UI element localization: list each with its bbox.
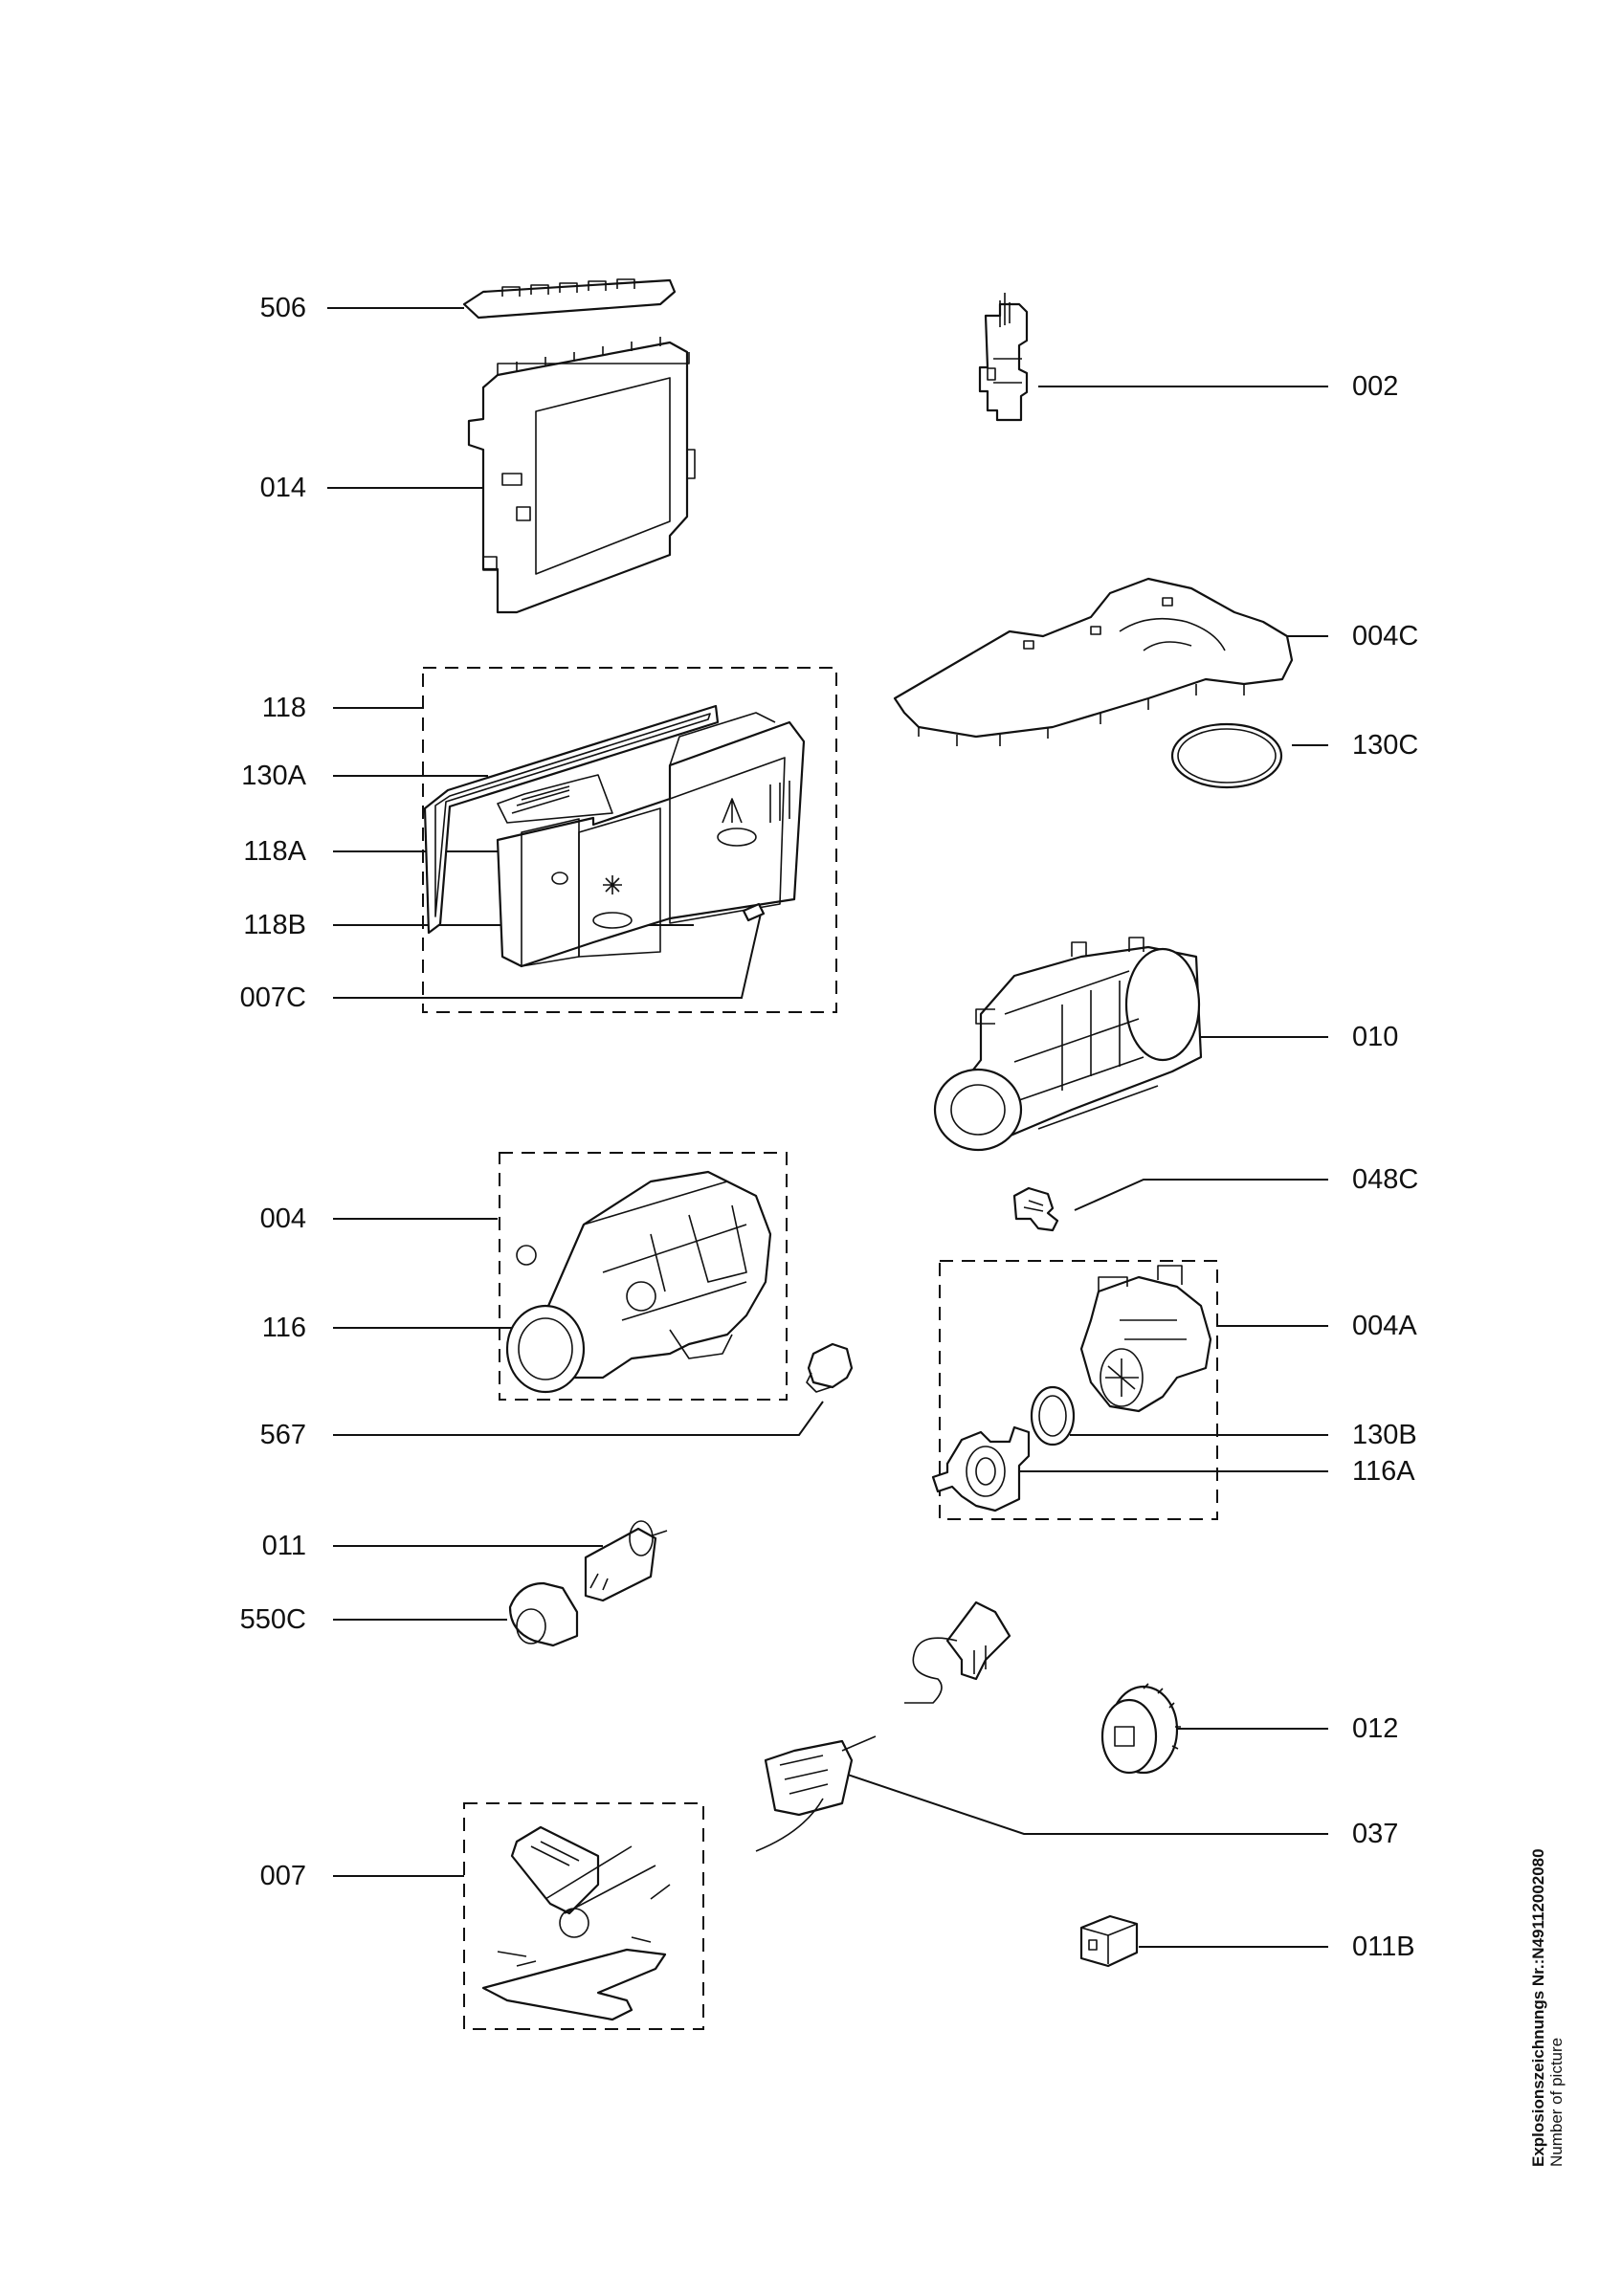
leader-lines	[327, 307, 1328, 1948]
part-037-cable	[755, 1601, 1011, 1852]
drawing-number-subtitle: Number of picture	[1547, 2037, 1566, 2167]
label-130B: 130B	[1352, 1420, 1417, 1450]
part-004C-cover	[893, 577, 1294, 746]
label-567: 567	[259, 1420, 306, 1450]
part-116A-valve	[931, 1425, 1031, 1512]
part-506-strip	[462, 278, 677, 320]
part-118-dispenser	[496, 712, 806, 968]
label-012: 012	[1352, 1713, 1399, 1744]
label-116: 116	[261, 1313, 306, 1343]
label-011: 011	[261, 1531, 306, 1561]
label-002: 002	[1352, 371, 1399, 402]
label-004: 004	[259, 1203, 306, 1234]
label-014: 014	[259, 473, 306, 503]
label-011B: 011B	[1352, 1932, 1415, 1962]
part-130B-ring	[1030, 1385, 1076, 1446]
group-boxes	[422, 667, 1218, 2030]
part-010-heater	[933, 937, 1203, 1152]
part-012-knob	[1100, 1683, 1181, 1775]
part-002-switch	[978, 293, 1029, 422]
label-004C: 004C	[1352, 621, 1419, 651]
label-118A: 118A	[243, 836, 306, 867]
label-004A: 004A	[1352, 1311, 1417, 1341]
part-048C-sensor	[1012, 1186, 1059, 1232]
part-550C-cap	[508, 1581, 579, 1647]
label-130A: 130A	[241, 761, 306, 791]
drawing-number-caption: Explosionszeichnungs Nr.:N49112002080 Nu…	[1529, 1848, 1566, 2167]
part-567-clip	[806, 1342, 854, 1393]
label-130C: 130C	[1352, 730, 1419, 761]
part-004A-pump	[1079, 1265, 1212, 1413]
label-048C: 048C	[1352, 1164, 1419, 1195]
label-010: 010	[1352, 1022, 1399, 1052]
part-011-capacitor	[584, 1520, 668, 1602]
label-116A: 116A	[1352, 1456, 1415, 1487]
part-130C-ring	[1170, 722, 1283, 789]
label-007C: 007C	[239, 982, 306, 1013]
part-130A-gasket	[423, 704, 720, 935]
label-007: 007	[259, 1861, 306, 1891]
part-011B-relay	[1079, 1914, 1139, 1968]
label-506: 506	[259, 293, 306, 323]
label-550C: 550C	[239, 1604, 306, 1635]
label-037: 037	[1352, 1819, 1399, 1849]
part-004-pump	[505, 1170, 772, 1394]
label-118B: 118B	[243, 910, 306, 940]
label-118: 118	[261, 693, 306, 723]
part-014-module	[467, 337, 696, 614]
part-007-bracket	[481, 1825, 671, 2021]
drawing-number: Explosionszeichnungs Nr.:N49112002080	[1529, 1848, 1547, 2167]
